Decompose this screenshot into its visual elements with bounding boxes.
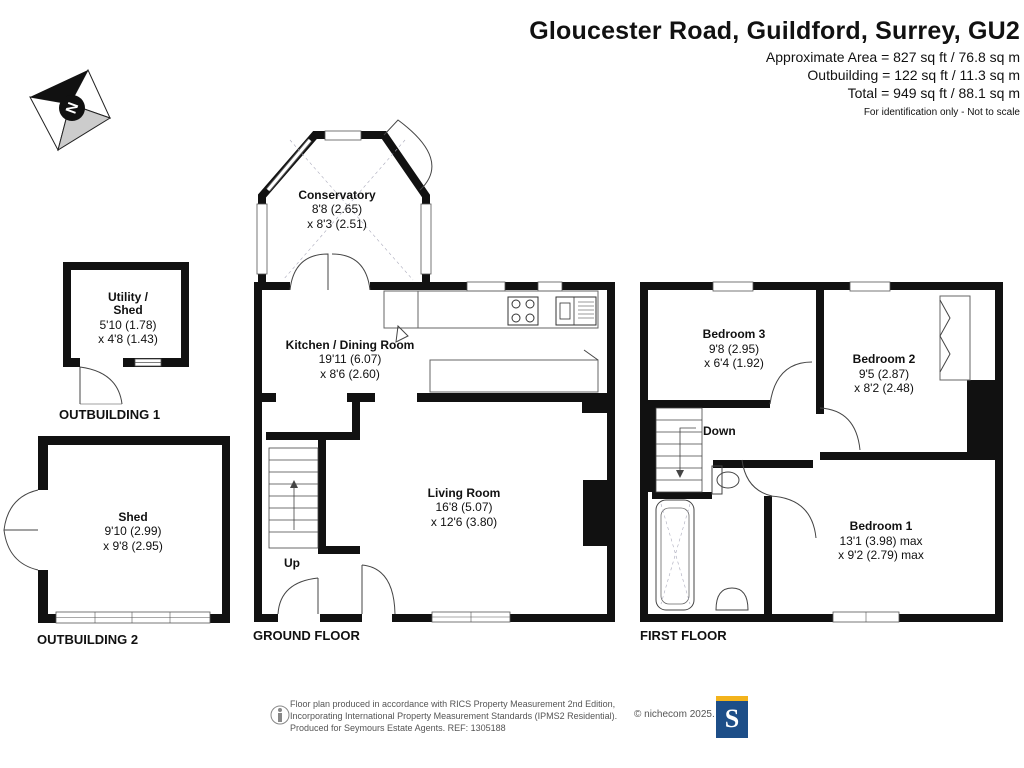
footer-line-1: Floor plan produced in accordance with R… [290, 699, 616, 709]
ground-floor [254, 119, 615, 623]
bedroom3-dim-2: x 6'4 (1.92) [704, 356, 764, 370]
living-dim-1: 16'8 (5.07) [436, 500, 493, 514]
stairs-down-label: Down [703, 424, 736, 438]
outbuilding-2-label: OUTBUILDING 2 [37, 632, 138, 647]
utility-name-1: Utility / [108, 290, 149, 304]
bedroom3-dim-1: 9'8 (2.95) [709, 342, 759, 356]
floor-plan: N Utility / Shed 5'10 (1.78) x 4'8 (1.43… [3, 68, 1003, 647]
shed-dim-2: x 9'8 (2.95) [103, 539, 163, 553]
kitchen-name: Kitchen / Dining Room [286, 338, 415, 352]
bedroom3-name: Bedroom 3 [703, 327, 766, 341]
stairs-up-label: Up [284, 556, 300, 570]
bedroom2-dim-2: x 8'2 (2.48) [854, 381, 914, 395]
conservatory-name: Conservatory [298, 188, 376, 202]
first-floor-label: FIRST FLOOR [640, 628, 727, 643]
outbuilding-1-label: OUTBUILDING 1 [59, 407, 160, 422]
area-total: Total = 949 sq ft / 88.1 sq m [847, 85, 1020, 101]
kitchen-dim-2: x 8'6 (2.60) [320, 367, 380, 381]
footer-line-3: Produced for Seymours Estate Agents. REF… [290, 723, 506, 733]
area-outbuilding: Outbuilding = 122 sq ft / 11.3 sq m [807, 67, 1020, 83]
living-dim-2: x 12'6 (3.80) [431, 515, 497, 529]
bedroom1-dim-1: 13'1 (3.98) max [840, 534, 923, 548]
header: Gloucester Road, Guildford, Surrey, GU2 … [529, 14, 1020, 122]
outbuilding-1 [63, 262, 189, 405]
footer-text: Floor plan produced in accordance with R… [290, 698, 617, 734]
compass-icon: N [29, 68, 112, 152]
bedroom2-name: Bedroom 2 [853, 352, 916, 366]
utility-name-2: Shed [113, 303, 142, 317]
utility-dim-2: x 4'8 (1.43) [98, 332, 158, 346]
ground-floor-label: GROUND FLOOR [253, 628, 360, 643]
area-main: Approximate Area = 827 sq ft / 76.8 sq m [765, 49, 1020, 65]
shed-name: Shed [118, 510, 147, 524]
living-name: Living Room [428, 486, 501, 500]
conservatory-dim-2: x 8'3 (2.51) [307, 217, 367, 231]
conservatory-dim-1: 8'8 (2.65) [312, 202, 362, 216]
rics-icon [270, 705, 290, 725]
seymours-logo: S [716, 696, 748, 738]
shed-dim-1: 9'10 (2.99) [105, 524, 162, 538]
bedroom1-name: Bedroom 1 [850, 519, 913, 533]
property-title: Gloucester Road, Guildford, Surrey, GU2 [529, 17, 1020, 45]
footer-line-2: Incorporating International Property Mea… [290, 711, 618, 721]
scale-note: For identification only - Not to scale [863, 107, 1020, 118]
copyright: © nichecom 2025. [634, 709, 715, 720]
bedroom2-dim-1: 9'5 (2.87) [859, 367, 909, 381]
outbuilding-2 [3, 436, 230, 624]
kitchen-dim-1: 19'11 (6.07) [319, 352, 382, 366]
utility-dim-1: 5'10 (1.78) [100, 318, 157, 332]
first-floor [640, 281, 1003, 623]
bedroom1-dim-2: x 9'2 (2.79) max [838, 548, 924, 562]
